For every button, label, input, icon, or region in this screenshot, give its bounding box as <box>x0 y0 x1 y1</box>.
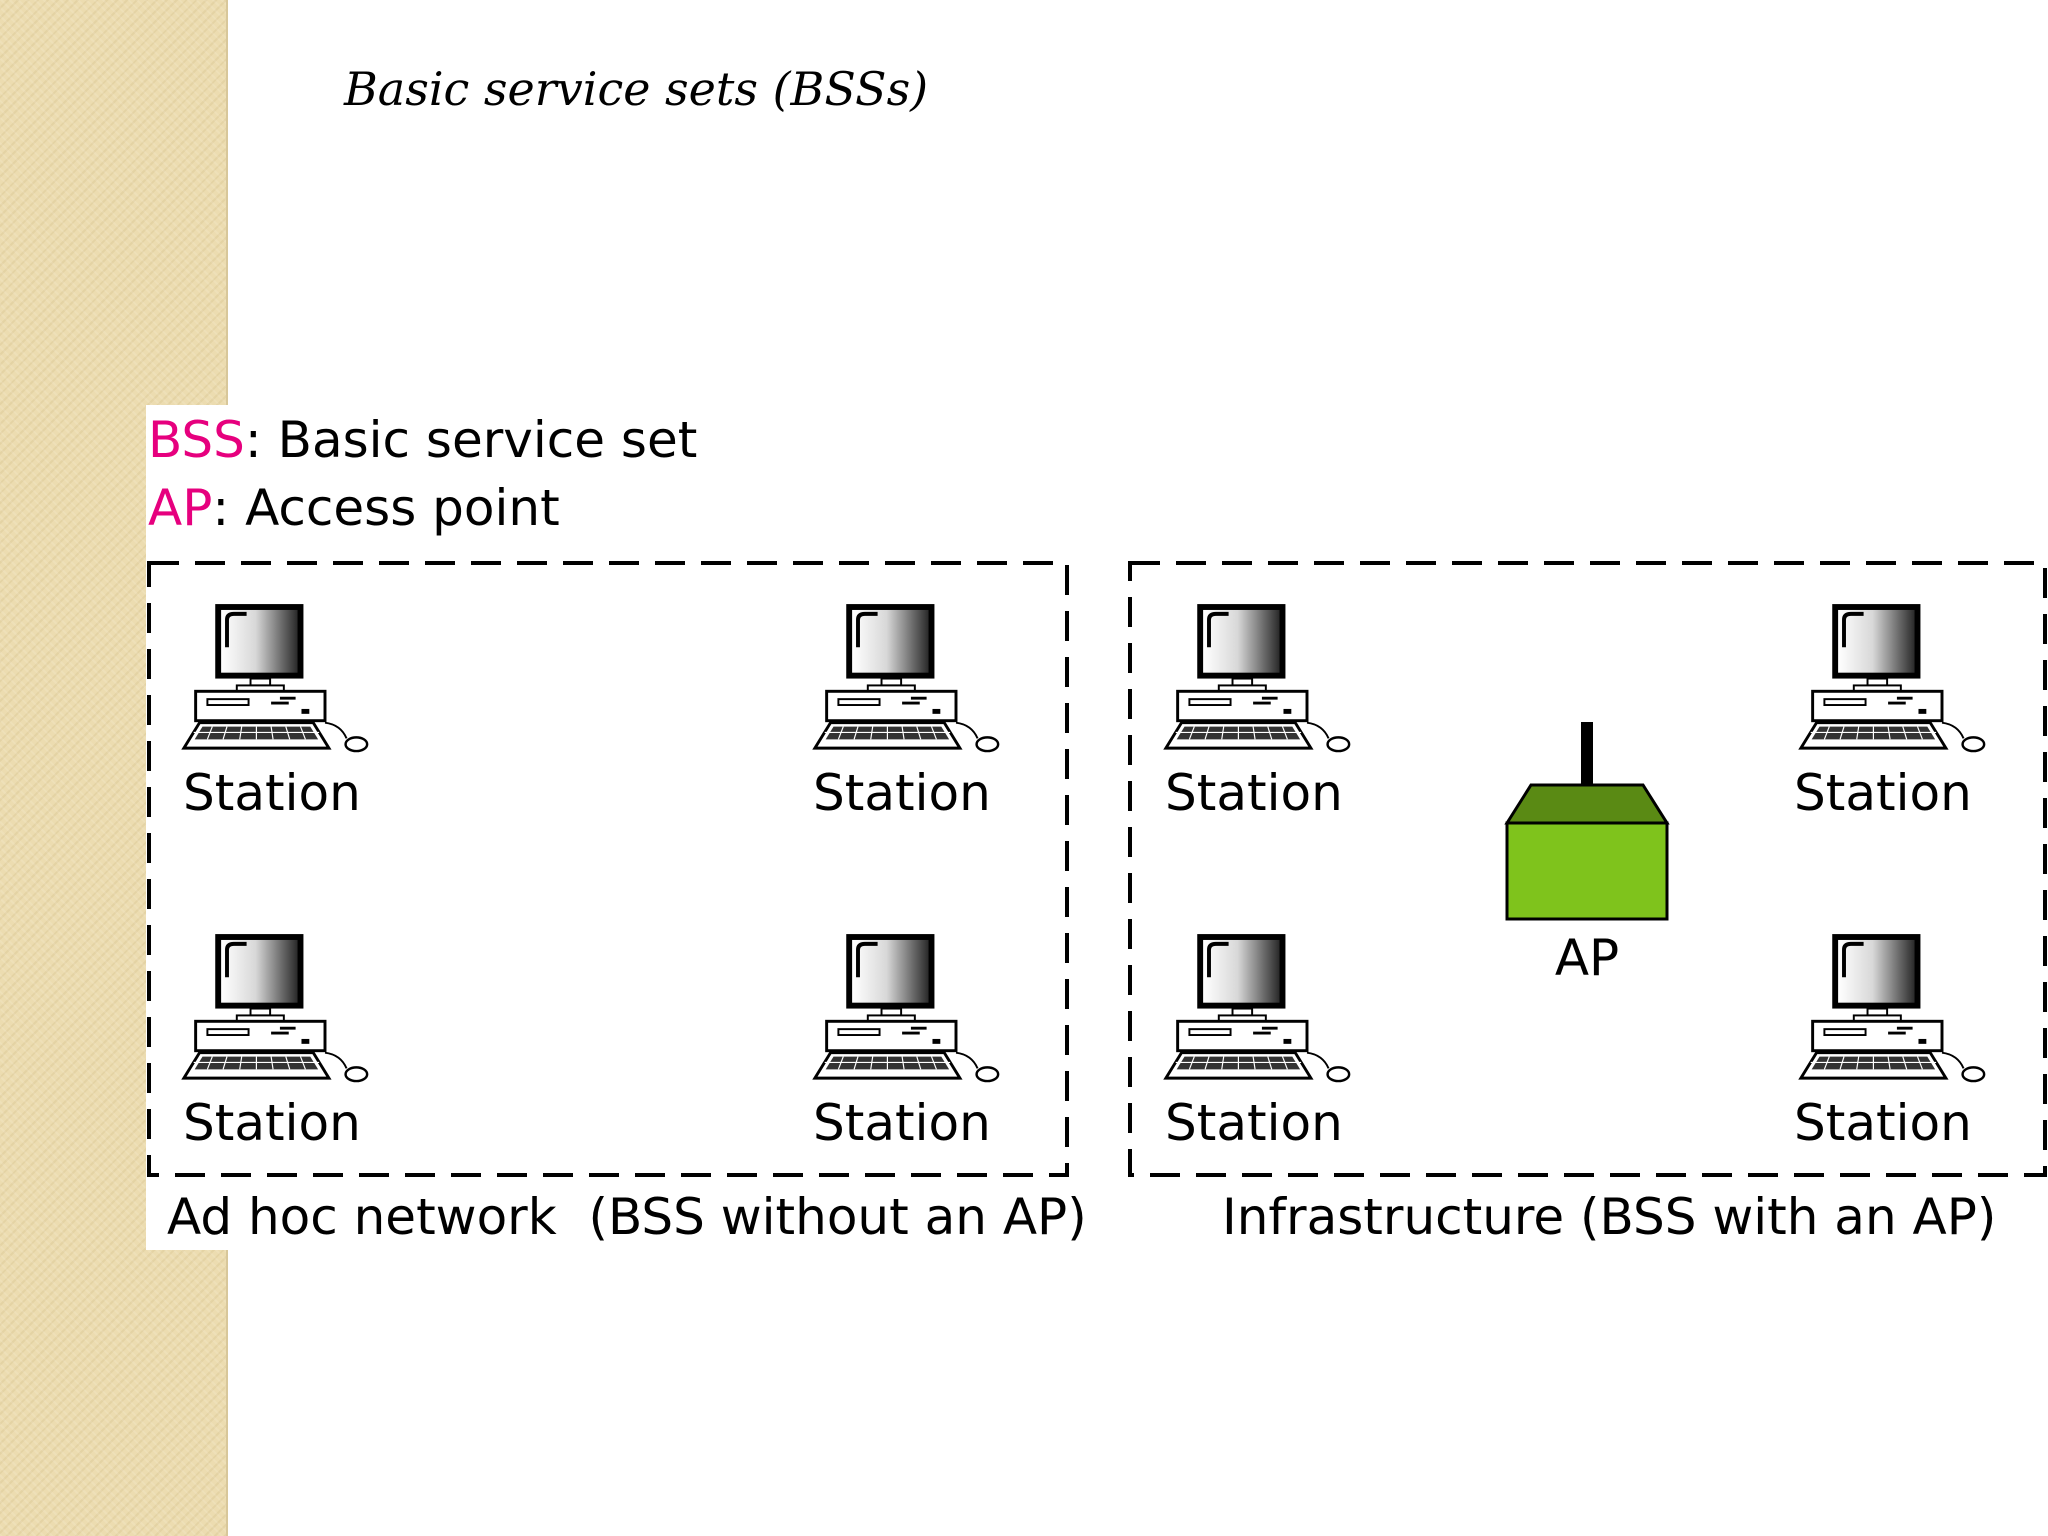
legend-bss-key: BSS <box>148 411 245 469</box>
bss-diagram: BSS: Basic service set AP: Access point … <box>146 405 2048 1250</box>
legend-ap-text: Access point <box>245 479 560 537</box>
legend-ap: AP: Access point <box>148 479 560 537</box>
infra-station-1: Station <box>1163 603 1352 822</box>
infra-station-2: Station <box>1794 603 1987 822</box>
station-label: Station <box>1165 1094 1343 1152</box>
access-point-icon <box>1504 722 1670 921</box>
station-label: Station <box>1794 764 1972 822</box>
station-label: Station <box>1794 1094 1972 1152</box>
adhoc-caption: Ad hoc network (BSS without an AP) <box>167 1188 1087 1246</box>
legend-bss: BSS: Basic service set <box>148 411 697 469</box>
infrastructure-caption: Infrastructure (BSS with an AP) <box>1222 1188 1996 1246</box>
infra-station-4: Station <box>1794 933 1987 1152</box>
bss-diagram-canvas: BSS: Basic service set AP: Access point … <box>147 411 2047 1246</box>
infrastructure-bss-boundary <box>1128 561 2047 1177</box>
desktop-computer-icon <box>812 933 1001 1084</box>
adhoc-station-3: Station <box>181 933 370 1152</box>
desktop-computer-icon <box>181 603 370 754</box>
infra-station-3: Station <box>1163 933 1352 1152</box>
desktop-computer-icon <box>1798 603 1987 754</box>
adhoc-bss-boundary <box>147 561 1069 1177</box>
legend-bss-text: Basic service set <box>278 411 698 469</box>
station-label: Station <box>183 764 361 822</box>
desktop-computer-icon <box>1163 933 1352 1084</box>
adhoc-station-1: Station <box>181 603 370 822</box>
desktop-computer-icon <box>1798 933 1987 1084</box>
access-point: AP <box>1504 722 1670 987</box>
desktop-computer-icon <box>812 603 1001 754</box>
station-label: Station <box>813 764 991 822</box>
adhoc-station-4: Station <box>812 933 1001 1152</box>
adhoc-station-2: Station <box>812 603 1001 822</box>
legend-bss-separator: : <box>245 411 278 469</box>
desktop-computer-icon <box>1163 603 1352 754</box>
station-label: Station <box>183 1094 361 1152</box>
station-label: Station <box>1165 764 1343 822</box>
station-label: Station <box>813 1094 991 1152</box>
legend-ap-key: AP <box>148 479 212 537</box>
legend-ap-separator: : <box>212 479 245 537</box>
access-point-label: AP <box>1555 929 1619 987</box>
slide-title: Basic service sets (BSSs) <box>344 62 929 116</box>
desktop-computer-icon <box>181 933 370 1084</box>
